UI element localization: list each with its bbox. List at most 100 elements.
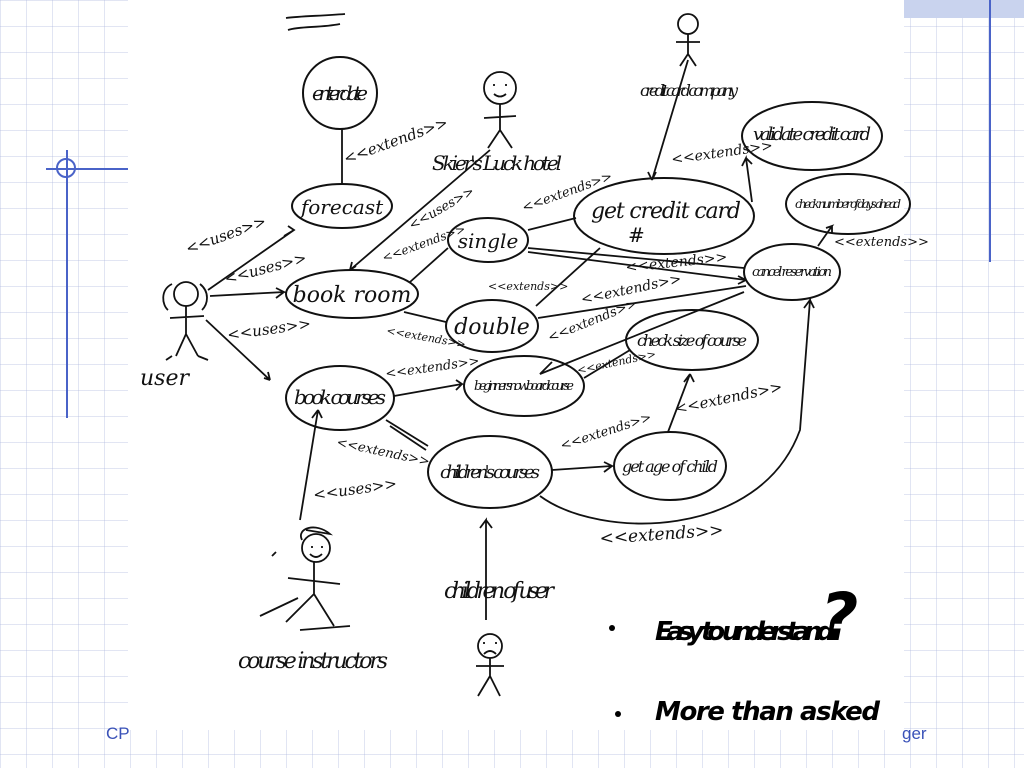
line-instructors-book-courses	[299, 409, 323, 521]
user-head	[173, 281, 199, 307]
footer-right-text: ger	[902, 724, 927, 743]
uses-label-instructors: <<uses>>	[312, 474, 398, 504]
get-credit-card-ellipse	[573, 177, 755, 255]
forecast-label: forecast	[299, 195, 384, 219]
use-case-validate-credit-card: validate credit card	[741, 101, 883, 171]
child-head	[477, 633, 503, 659]
beginner-ellipse	[463, 355, 585, 417]
extends-label-childrens: <<extends>>	[335, 435, 431, 469]
line-book-courses-beginner	[393, 379, 465, 397]
use-case-childrens-courses: children's courses	[427, 435, 553, 509]
line-company-credit	[647, 59, 689, 181]
extends-label-check-size: <<extends>>	[576, 348, 657, 377]
check-days-ellipse	[785, 173, 911, 235]
hotel-face	[493, 84, 507, 98]
instructor-body	[259, 562, 351, 631]
use-case-enter-date: enter date	[302, 56, 378, 130]
note-bullet-1	[609, 625, 615, 631]
note-bullet-2	[615, 711, 621, 717]
top-scribble	[285, 13, 346, 31]
book-room-ellipse	[285, 269, 419, 319]
relation-lines	[205, 59, 835, 620]
sketch-paper	[128, 0, 904, 730]
cancel-label: cancel reservation	[752, 265, 832, 280]
actor-hotel: Skier's Luck hotel	[432, 71, 562, 175]
line-beginner-check-size	[583, 349, 631, 379]
enter-date-ellipse	[302, 56, 378, 130]
use-case-beginner-course: beginner snowboard course	[463, 355, 585, 417]
actor-instructors-label: course instructors	[238, 649, 388, 674]
use-case-double: double	[445, 299, 539, 353]
line-get-age-check-size	[667, 373, 695, 433]
note-question-mark: ?	[820, 579, 858, 656]
line-children-childrens-courses	[479, 517, 493, 620]
user-hair	[162, 283, 208, 311]
extends-label-single: <<extends>>	[380, 222, 467, 265]
user-body	[165, 306, 209, 361]
single-label: single	[458, 229, 519, 253]
line-single-cancel-2	[527, 247, 745, 269]
line-user-book-courses	[205, 319, 271, 381]
actor-credit-company: credit card company	[640, 13, 739, 100]
actor-instructors: course instructors	[238, 526, 388, 674]
book-courses-ellipse	[285, 365, 395, 431]
credit-company-body	[676, 34, 700, 67]
get-credit-card-mark: #	[628, 223, 645, 247]
note-easy: Easy to understand	[655, 617, 835, 647]
uses-label-3: <<uses>>	[226, 314, 312, 344]
book-room-label: book room	[293, 283, 412, 308]
use-case-check-days: check number of days ahead	[785, 173, 911, 235]
line-cancel-check-days	[817, 224, 835, 247]
line-user-book-room	[209, 287, 288, 299]
note-more: More than asked	[655, 697, 880, 727]
book-courses-label: book courses	[294, 385, 386, 409]
use-case-cancel-reservation: cancel reservation	[743, 243, 841, 301]
extends-label-validate: <<extends>>	[670, 138, 773, 168]
line-childrens-cancel	[539, 296, 815, 525]
actor-user: user	[140, 281, 209, 391]
check-size-label: check size of course	[637, 331, 747, 350]
line-double-cancel	[537, 285, 747, 319]
slide-circle-ornament	[56, 158, 76, 178]
beginner-label: beginner snowboard course	[474, 379, 574, 394]
instructor-hat	[271, 526, 334, 557]
use-case-get-age: get age of child	[613, 431, 727, 501]
actor-children-label: children of user	[444, 579, 555, 604]
extends-label-childrens-cancel: <<extends>>	[599, 520, 724, 549]
get-credit-card-label: get credit card	[591, 199, 741, 224]
check-days-label: check number of days ahead	[795, 197, 901, 211]
actor-children: children of user	[444, 579, 555, 697]
instructor-face	[309, 546, 323, 558]
line-credit-validate	[741, 154, 753, 203]
uses-label-1: <<uses>>	[183, 212, 268, 258]
actor-credit-company-label: credit card company	[640, 81, 739, 100]
actor-hotel-label: Skier's Luck hotel	[432, 151, 562, 175]
double-label: double	[454, 315, 530, 340]
credit-company-head	[677, 13, 699, 35]
line-user-forecast	[207, 225, 296, 291]
hotel-body	[483, 104, 517, 149]
hotel-head	[483, 71, 517, 105]
use-case-single: single	[447, 217, 529, 263]
double-ellipse	[445, 299, 539, 353]
side-notes: ? Easy to understand More than asked	[609, 579, 880, 727]
line-double-credit	[535, 247, 601, 307]
slide-left-rule	[66, 150, 68, 418]
actor-user-label: user	[140, 366, 190, 391]
line-single-credit	[527, 217, 577, 231]
slide-vertical-rule	[989, 0, 991, 262]
cancel-ellipse	[743, 243, 841, 301]
instructor-head	[301, 533, 331, 563]
line-book-room-single	[409, 247, 449, 283]
extends-label-check-days: <<extends>>	[834, 235, 929, 250]
enter-date-label: enter date	[312, 81, 368, 105]
slide-left-horizontal-rule	[46, 168, 136, 170]
use-case-forecast: forecast	[291, 183, 393, 229]
get-age-label: get age of child	[622, 457, 718, 476]
validate-label: validate credit card	[753, 124, 871, 145]
line-single-cancel	[527, 251, 747, 285]
line-hotel-book-room	[349, 149, 491, 271]
extends-label-get-age-size: <<extends>>	[673, 378, 784, 418]
footer-left-text: CP	[106, 724, 130, 743]
